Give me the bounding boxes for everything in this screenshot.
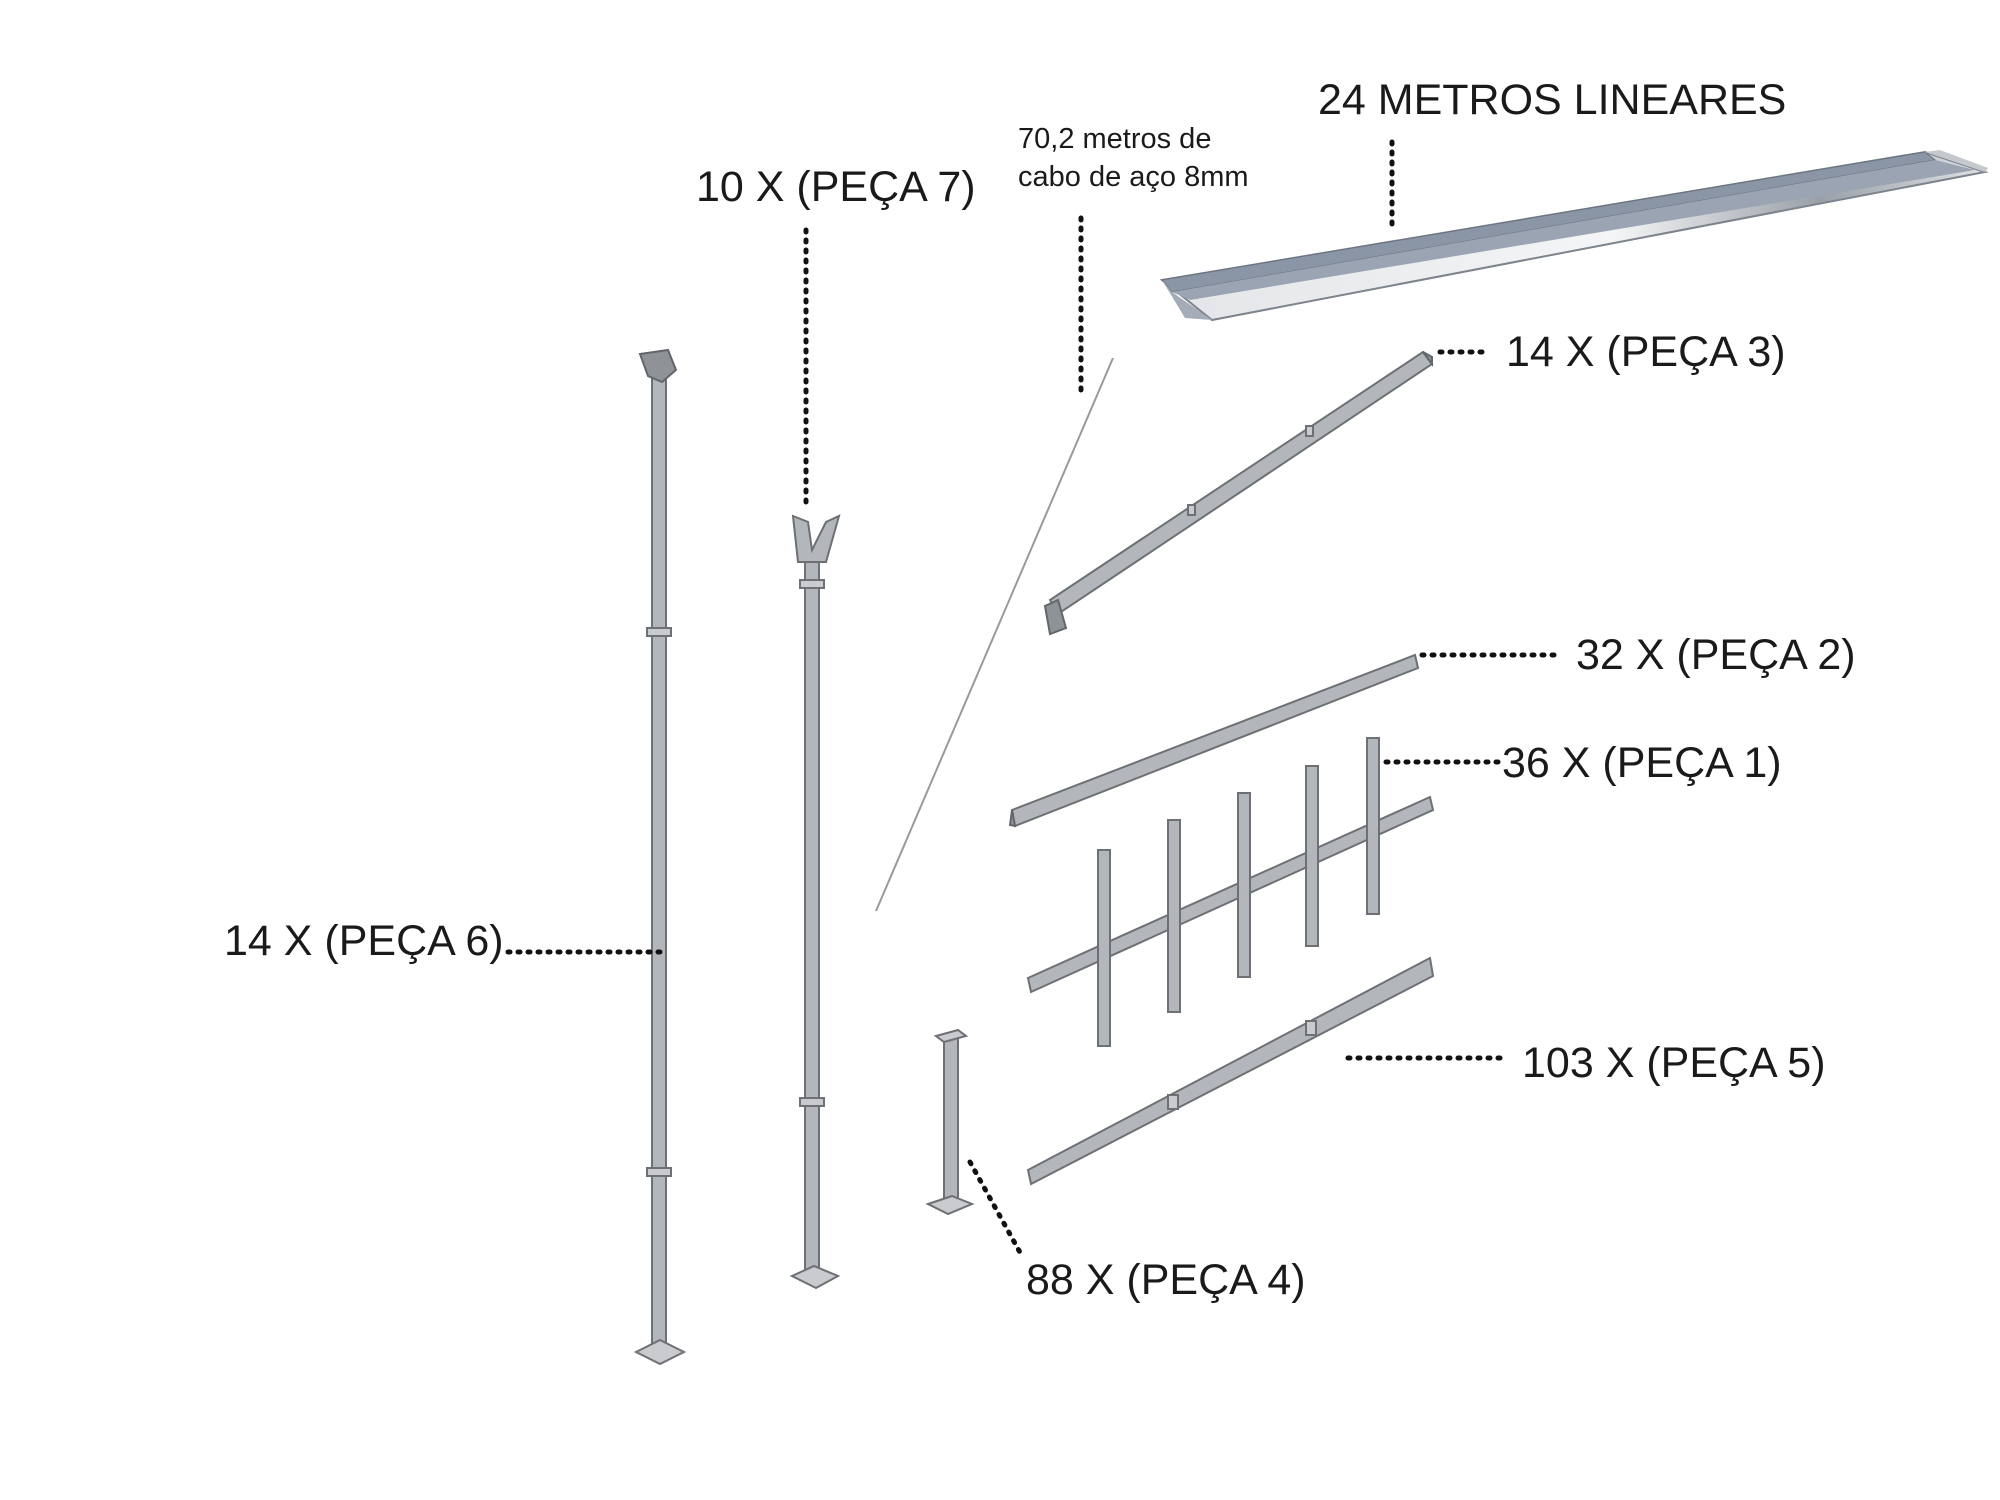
steel-cable [875, 357, 1114, 912]
leader-peca4 [967, 1159, 1025, 1259]
peca5-beam [1026, 956, 1435, 1186]
label-cable-line2: cabo de aço 8mm [1018, 161, 1249, 193]
label-gutter: 24 METROS LINEARES [1318, 76, 1786, 124]
peca4-post [925, 1028, 975, 1216]
peca7-post [789, 514, 841, 1290]
label-peca5: 103 X (PEÇA 5) [1522, 1039, 1826, 1087]
label-peca1: 36 X (PEÇA 1) [1502, 739, 1782, 787]
gutter-piece [1159, 150, 1989, 322]
label-peca4: 88 X (PEÇA 4) [1026, 1256, 1306, 1304]
peca1-panel [1026, 737, 1435, 1047]
label-cable-line1: 70,2 metros de [1018, 123, 1211, 155]
peca3-beam [1043, 350, 1434, 636]
label-peca7: 10 X (PEÇA 7) [696, 163, 976, 211]
label-peca6: 14 X (PEÇA 6) [224, 917, 504, 965]
peca2-beam [1008, 653, 1420, 828]
peca6-post [633, 348, 687, 1366]
label-peca2: 32 X (PEÇA 2) [1576, 631, 1856, 679]
label-peca3: 14 X (PEÇA 3) [1506, 328, 1786, 376]
